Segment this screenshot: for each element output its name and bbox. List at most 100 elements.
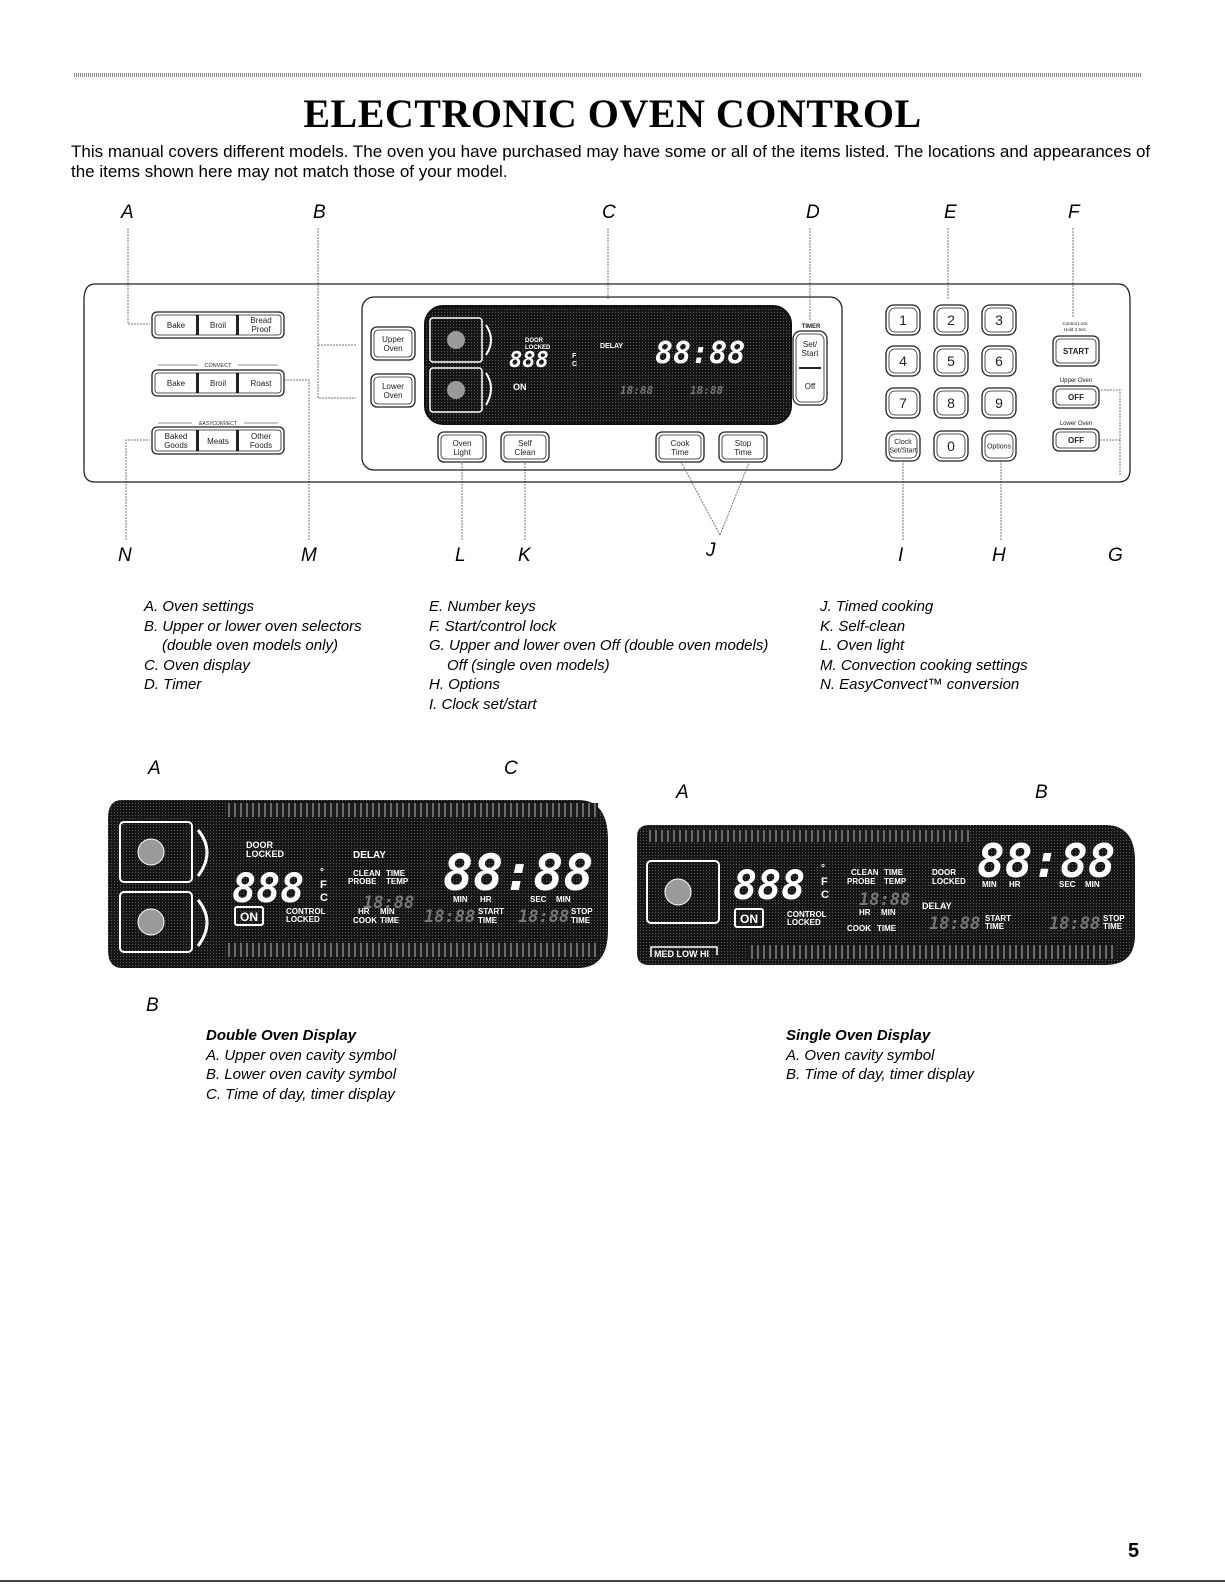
upper-off-button[interactable]: OFF (1068, 393, 1084, 402)
options-button-inner (984, 433, 1014, 459)
bread-proof-label-2[interactable]: Proof (251, 325, 271, 334)
other-foods-label-1[interactable]: Other (251, 432, 271, 441)
stop-time-digits: 18:88 (690, 384, 723, 397)
hr-label-2: HR (358, 907, 370, 916)
oven-settings-group: Bake Broil Bread Proof CONVECT Bake Broi… (151, 311, 285, 455)
callout-f: F (1068, 202, 1080, 223)
number-key-4[interactable] (885, 345, 921, 377)
delay-label: DELAY (353, 850, 386, 861)
broil-button[interactable]: Broil (210, 321, 226, 330)
clock-set-start-button[interactable] (885, 430, 921, 462)
timer-off-button[interactable]: Off (805, 382, 816, 391)
lower-off-button[interactable]: OFF (1068, 436, 1084, 445)
callout-i: I (898, 545, 904, 566)
legend-item: B. Lower oven cavity symbol (206, 1066, 397, 1083)
hr-label: HR (480, 895, 492, 904)
number-key-4-label: 4 (899, 353, 907, 369)
other-foods-label-2[interactable]: Foods (250, 441, 272, 450)
number-key-6-label: 6 (995, 353, 1003, 369)
sec-label: SEC (530, 895, 547, 904)
single-display-heading: Single Oven Display (786, 1027, 931, 1044)
control-panel-diagram: Bake Broil Bread Proof CONVECT Bake Broi… (83, 228, 1131, 540)
number-key-6[interactable] (981, 345, 1017, 377)
temp-c: C (821, 889, 829, 901)
single-callout-b: B (1035, 782, 1048, 803)
options-button[interactable] (981, 430, 1017, 462)
callout-c: C (602, 202, 616, 223)
number-key-9-label: 9 (995, 395, 1003, 411)
legend-item: A. Upper oven cavity symbol (206, 1046, 397, 1064)
legend-col-1: A. Oven settings B. Upper or lower oven … (144, 597, 362, 695)
stop-label: STOP (1103, 914, 1125, 923)
baked-goods-label-1[interactable]: Baked (165, 432, 188, 441)
callout-a: A (121, 202, 134, 223)
locked-label-2: LOCKED (787, 918, 821, 927)
start-button[interactable]: START (1063, 347, 1089, 356)
oven-light-button-2[interactable]: Light (453, 448, 471, 457)
cook-time-button-1[interactable]: Cook (671, 439, 691, 448)
time-label-3: TIME (478, 916, 498, 925)
legend-col-2: E. Number keys F. Start/control lock G. … (429, 597, 768, 714)
legend-item: N. EasyConvect™ conversion (820, 676, 1020, 693)
panel-oven-display: DOOR LOCKED DELAY 888 F C 88:88 ON 18:88… (424, 305, 792, 425)
start-label: START (985, 914, 1011, 923)
upper-oven-selector-1[interactable]: Upper (382, 335, 404, 344)
locked-label: LOCKED (932, 877, 966, 886)
time-label-4: TIME (571, 916, 591, 925)
door-locked-2: LOCKED (525, 345, 551, 351)
big-time: 88:88 (977, 834, 1115, 888)
number-key-3-label: 3 (995, 312, 1003, 328)
on-indicator: ON (513, 382, 527, 392)
convect-label: CONVECT (205, 363, 233, 369)
double-callout-b: B (146, 995, 159, 1016)
stop-time-button-1[interactable]: Stop (735, 439, 752, 448)
cook-time-button-2[interactable]: Time (671, 448, 689, 457)
oven-light-button-1[interactable]: Oven (452, 439, 471, 448)
self-clean-button-1[interactable]: Self (518, 439, 533, 448)
stop-time-digits: 18:88 (1049, 914, 1100, 934)
number-key-3[interactable] (981, 304, 1017, 336)
degree-symbol: ° (320, 867, 324, 878)
timer-set-start-1[interactable]: Set/ (803, 340, 818, 349)
legend-item: (double oven models only) (162, 637, 338, 654)
number-key-1[interactable] (885, 304, 921, 336)
locked-label: LOCKED (246, 849, 285, 859)
clock-set-start-button-label: Set/Start (889, 447, 916, 454)
upper-oven-selector-2[interactable]: Oven (383, 344, 402, 353)
on-indicator: ON (240, 910, 258, 924)
number-key-7-inner (888, 390, 918, 416)
lower-oven-selector-1[interactable]: Lower (382, 382, 404, 391)
upper-oven-label: Upper Oven (1060, 378, 1092, 384)
callout-g: G (1108, 545, 1123, 566)
number-key-5[interactable] (933, 345, 969, 377)
number-key-9[interactable] (981, 387, 1017, 419)
legend-col-3: J. Timed cooking K. Self-clean L. Oven l… (820, 597, 1028, 695)
convect-broil-button[interactable]: Broil (210, 379, 226, 388)
convect-roast-button[interactable]: Roast (251, 379, 273, 388)
bread-proof-label-1[interactable]: Bread (250, 316, 271, 325)
degree-symbol: ° (821, 863, 825, 874)
self-clean-button-2[interactable]: Clean (515, 448, 536, 457)
control-lock-label-1: Control Lock (1062, 321, 1088, 326)
lower-oven-selector-2[interactable]: Oven (383, 391, 402, 400)
number-key-8[interactable] (933, 387, 969, 419)
single-display-legend: Single Oven Display A. Oven cavity symbo… (786, 1026, 974, 1085)
page-title: ELECTRONIC OVEN CONTROL (303, 91, 922, 136)
callout-k: K (518, 545, 531, 566)
timer-group: TIMER Set/ Start Off (792, 324, 828, 406)
convect-bake-button[interactable]: Bake (167, 379, 186, 388)
number-key-0[interactable] (933, 430, 969, 462)
number-key-2[interactable] (933, 304, 969, 336)
locked-label-2: LOCKED (286, 915, 320, 924)
timer-set-start-2[interactable]: Start (802, 349, 820, 358)
time-label-2: TIME (877, 924, 897, 933)
temp-label: TEMP (386, 877, 409, 886)
bake-button[interactable]: Bake (167, 321, 186, 330)
baked-goods-label-2[interactable]: Goods (164, 441, 188, 450)
number-key-7[interactable] (885, 387, 921, 419)
stop-time-button-2[interactable]: Time (734, 448, 752, 457)
legend-item: M. Convection cooking settings (820, 656, 1028, 674)
meats-button[interactable]: Meats (207, 437, 229, 446)
callout-h: H (992, 545, 1006, 566)
small-time: 18:88 (859, 890, 910, 910)
